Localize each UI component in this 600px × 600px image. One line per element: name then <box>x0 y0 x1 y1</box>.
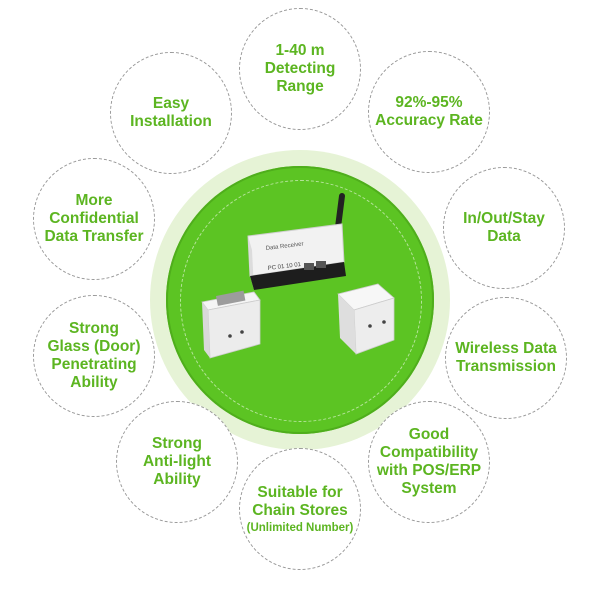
feature-label: Easy Installation <box>130 95 212 130</box>
feature-chain-stores: Suitable for Chain Stores (Unlimited Num… <box>239 448 361 570</box>
feature-label: 1-40 m Detecting Range <box>264 42 336 95</box>
feature-label: Strong Anti-light Ability <box>142 435 211 488</box>
feature-label: 92%-95% Accuracy Rate <box>375 94 483 129</box>
feature-label: Strong Glass (Door) Penetrating Ability <box>47 320 141 391</box>
right-sensor-device <box>337 283 395 355</box>
receiver-text-2: PC 01 10 01 <box>268 262 302 272</box>
feature-glass-penetrating: Strong Glass (Door) Penetrating Ability <box>33 295 155 417</box>
feature-easy-installation: Easy Installation <box>110 52 232 174</box>
feature-detecting-range: 1-40 m Detecting Range <box>239 8 361 130</box>
data-receiver-device: Data Receiver PC 01 10 01 <box>247 193 346 290</box>
product-devices-image: Data Receiver PC 01 10 01 <box>201 193 395 359</box>
left-sensor-device <box>201 290 261 359</box>
feature-label: Wireless Data Transmission <box>455 340 557 375</box>
feature-wireless-transmission: Wireless Data Transmission <box>445 297 567 419</box>
feature-label: In/Out/Stay Data <box>463 210 545 245</box>
feature-pos-erp-compatibility: Good Compatibility with POS/ERP System <box>368 401 490 523</box>
feature-in-out-stay-data: In/Out/Stay Data <box>443 167 565 289</box>
feature-label: Suitable for Chain Stores <box>252 483 348 519</box>
feature-accuracy-rate: 92%-95% Accuracy Rate <box>368 51 490 173</box>
feature-label: Good Compatibility with POS/ERP System <box>376 426 482 497</box>
feature-confidential-transfer: More Confidential Data Transfer <box>33 158 155 280</box>
feature-sublabel: (Unlimited Number) <box>246 521 354 534</box>
hub-dashed-ring <box>180 180 422 422</box>
receiver-text: Data Receiver <box>266 241 304 252</box>
feature-anti-light: Strong Anti-light Ability <box>116 401 238 523</box>
feature-label: More Confidential Data Transfer <box>44 192 144 245</box>
